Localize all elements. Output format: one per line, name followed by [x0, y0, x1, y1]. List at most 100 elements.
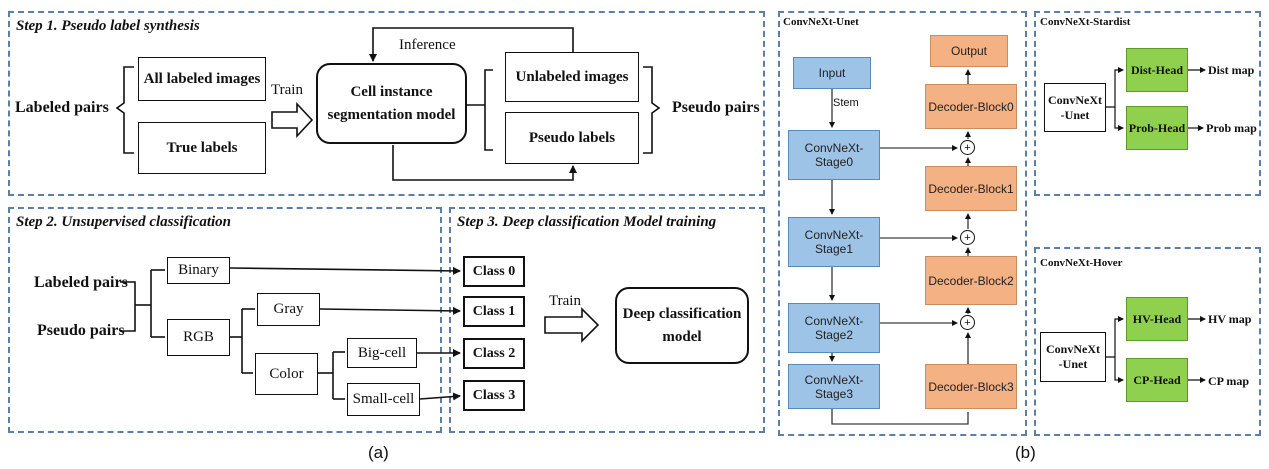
unlabeled-images-label: Unlabeled images [515, 68, 629, 85]
pseudo-labels-box: Pseudo labels [505, 112, 639, 164]
sum-node-2: + [960, 315, 975, 330]
true-labels-box: True labels [138, 122, 266, 174]
hover-backbone-line1: ConvNeXt [1046, 342, 1100, 356]
sum-node-0-label: + [964, 141, 971, 154]
step3-title: Step 3. Deep classification Model traini… [457, 214, 717, 230]
decoder0-label: Decoder-Block0 [928, 99, 1014, 114]
cp-head-label: CP-Head [1133, 372, 1181, 387]
step2-panel [8, 207, 442, 433]
stage1-box: ConvNeXt-Stage1 [788, 217, 880, 267]
rgb-box: RGB [167, 319, 230, 356]
sum-node-0: + [960, 140, 975, 155]
hover-panel [1034, 247, 1261, 436]
sum-node-1: + [960, 230, 975, 245]
decoder1-label: Decoder-Block1 [928, 181, 1014, 196]
color-label: Color [269, 365, 304, 382]
all-labeled-images-label: All labeled images [143, 70, 261, 87]
decoder2-label: Decoder-Block2 [928, 273, 1014, 288]
step1-title: Step 1. Pseudo label synthesis [16, 18, 200, 34]
deep-model-line1: Deep classification [622, 305, 742, 322]
step3-train-label: Train [549, 293, 581, 309]
stardist-backbone-line2: -Unet [1060, 107, 1090, 122]
prob-head-box: Prob-Head [1126, 106, 1188, 150]
caption-b: (b) [1015, 443, 1036, 462]
step1-train-label: Train [271, 82, 303, 98]
stage2-label: ConvNeXt-Stage2 [804, 314, 864, 342]
stardist-title: ConvNeXt-Stardist [1040, 16, 1131, 28]
dist-head-label: Dist-Head [1131, 62, 1183, 77]
cell-segmentation-model-box: Cell instance segmentation model [316, 63, 467, 144]
big-cell-label: Big-cell [357, 344, 407, 361]
cp-head-box: CP-Head [1126, 358, 1188, 402]
class2-label: Class 2 [472, 345, 516, 361]
gray-box: Gray [257, 293, 320, 326]
hover-backbone-box: ConvNeXt -Unet [1040, 332, 1106, 382]
binary-label: Binary [178, 262, 219, 278]
small-cell-label: Small-cell [352, 391, 415, 407]
class1-label: Class 1 [472, 303, 516, 319]
stage0-label: ConvNeXt-Stage0 [804, 141, 864, 169]
decoder2-box: Decoder-Block2 [925, 256, 1017, 305]
unet-panel [778, 11, 1027, 436]
step2-labeled-pairs: Labeled pairs [34, 274, 128, 291]
binary-box: Binary [167, 257, 230, 284]
decoder1-box: Decoder-Block1 [925, 166, 1017, 211]
stage3-box: ConvNeXt-Stage3 [788, 364, 880, 409]
hv-head-box: HV-Head [1126, 297, 1188, 341]
hover-title: ConvNeXt-Hover [1040, 257, 1123, 269]
step1-panel [8, 11, 765, 196]
dist-map-label: Dist map [1208, 63, 1255, 77]
cell-model-line2: segmentation model [327, 106, 456, 123]
big-cell-box: Big-cell [347, 338, 417, 368]
step2-title: Step 2. Unsupervised classification [16, 214, 232, 230]
inference-label: Inference [399, 37, 456, 53]
hv-head-label: HV-Head [1132, 311, 1182, 326]
gray-label: Gray [273, 301, 304, 317]
stardist-panel [1034, 11, 1261, 196]
step1-pseudo-pairs: Pseudo pairs [672, 99, 760, 116]
stardist-backbone-box: ConvNeXt -Unet [1044, 83, 1106, 132]
cp-map-label: CP map [1208, 374, 1250, 388]
dist-head-box: Dist-Head [1126, 48, 1188, 92]
step3-panel [449, 207, 765, 433]
unet-title: ConvNeXt-Unet [783, 16, 859, 28]
input-box: Input [793, 57, 871, 89]
input-label: Input [818, 66, 846, 80]
stage1-label: ConvNeXt-Stage1 [804, 228, 864, 256]
deep-model-line2: model [662, 328, 702, 345]
caption-a: (a) [368, 443, 389, 462]
hover-backbone-line2: -Unet [1058, 357, 1088, 371]
step1-labeled-pairs: Labeled pairs [15, 99, 109, 116]
sum-node-1-label: + [964, 231, 971, 244]
step2-pseudo-pairs: Pseudo pairs [37, 322, 125, 339]
hv-map-label: HV map [1208, 312, 1252, 326]
sum-node-2-label: + [964, 316, 971, 329]
class0-label: Class 0 [472, 263, 516, 279]
deep-classification-model-box: Deep classification model [615, 287, 749, 364]
decoder3-label: Decoder-Block3 [928, 379, 1014, 394]
class3-box: Class 3 [463, 380, 525, 411]
stage3-label: ConvNeXt-Stage3 [804, 372, 864, 401]
class0-box: Class 0 [463, 256, 525, 287]
decoder3-box: Decoder-Block3 [925, 364, 1017, 409]
stardist-backbone-line1: ConvNeXt [1048, 92, 1102, 107]
output-box: Output [930, 35, 1008, 67]
class1-box: Class 1 [463, 296, 525, 327]
decoder0-box: Decoder-Block0 [925, 84, 1017, 129]
prob-map-label: Prob map [1206, 121, 1257, 135]
rgb-label: RGB [183, 329, 214, 345]
cell-model-line1: Cell instance [350, 83, 433, 100]
small-cell-box: Small-cell [347, 383, 420, 416]
stem-label: Stem [833, 97, 859, 109]
stage0-box: ConvNeXt-Stage0 [788, 130, 880, 180]
output-label: Output [950, 44, 988, 58]
prob-head-label: Prob-Head [1128, 120, 1186, 135]
unlabeled-images-box: Unlabeled images [505, 52, 639, 102]
stage2-box: ConvNeXt-Stage2 [788, 303, 880, 353]
class3-label: Class 3 [472, 387, 516, 403]
class2-box: Class 2 [463, 338, 525, 369]
color-box: Color [255, 353, 318, 395]
pseudo-labels-label: Pseudo labels [528, 129, 616, 146]
true-labels-label: True labels [166, 139, 238, 156]
all-labeled-images-box: All labeled images [138, 57, 266, 101]
